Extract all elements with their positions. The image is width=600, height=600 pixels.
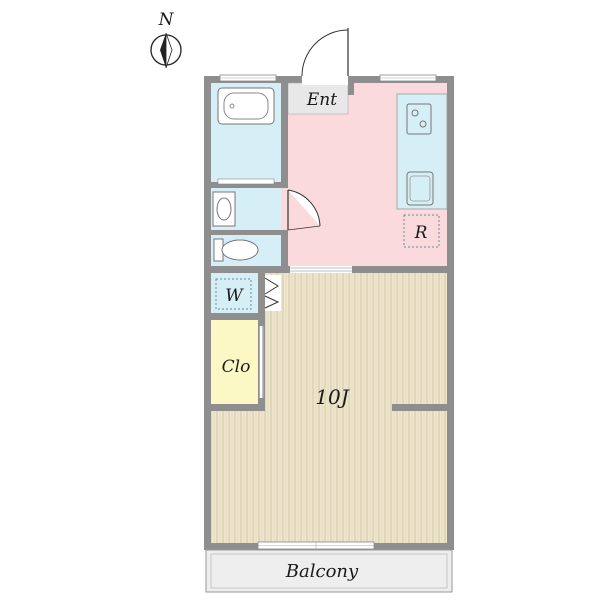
washer-space: [215, 278, 252, 310]
entrance-area: [287, 82, 349, 115]
window-bath: [219, 74, 277, 82]
stove-icon: [406, 103, 432, 135]
entrance-label: Ent: [306, 90, 337, 110]
washer-door-icon: [264, 275, 281, 311]
bathtub-icon: [217, 87, 275, 125]
balcony-label: Balcony: [285, 561, 359, 582]
north-label: N: [158, 10, 175, 30]
kitchen-counter: [396, 93, 448, 210]
main-room-label: 10J: [315, 385, 349, 409]
closet-label: Clo: [222, 357, 251, 377]
washbasin-icon: [212, 191, 236, 227]
window-kitchen: [379, 74, 437, 82]
north-compass-icon: N: [150, 10, 182, 69]
sink-icon: [406, 171, 434, 206]
balcony-area: [205, 549, 453, 593]
toilet-icon: [213, 238, 259, 262]
closet-area: [211, 320, 258, 404]
washer-area: [211, 273, 258, 313]
washer-label: W: [225, 286, 244, 306]
refrigerator-label: R: [414, 223, 428, 243]
closet-bottom-wall: [204, 404, 265, 411]
balcony-window: [257, 541, 375, 550]
window-washroom: [217, 178, 275, 185]
washroom-door-icon: [287, 189, 321, 231]
main-room-sliding-door: [290, 266, 352, 273]
refrigerator-space: [403, 214, 440, 248]
entry-door-icon: [301, 28, 349, 77]
entry-door-opening: [302, 74, 348, 85]
main-room-stub-wall: [392, 404, 447, 411]
